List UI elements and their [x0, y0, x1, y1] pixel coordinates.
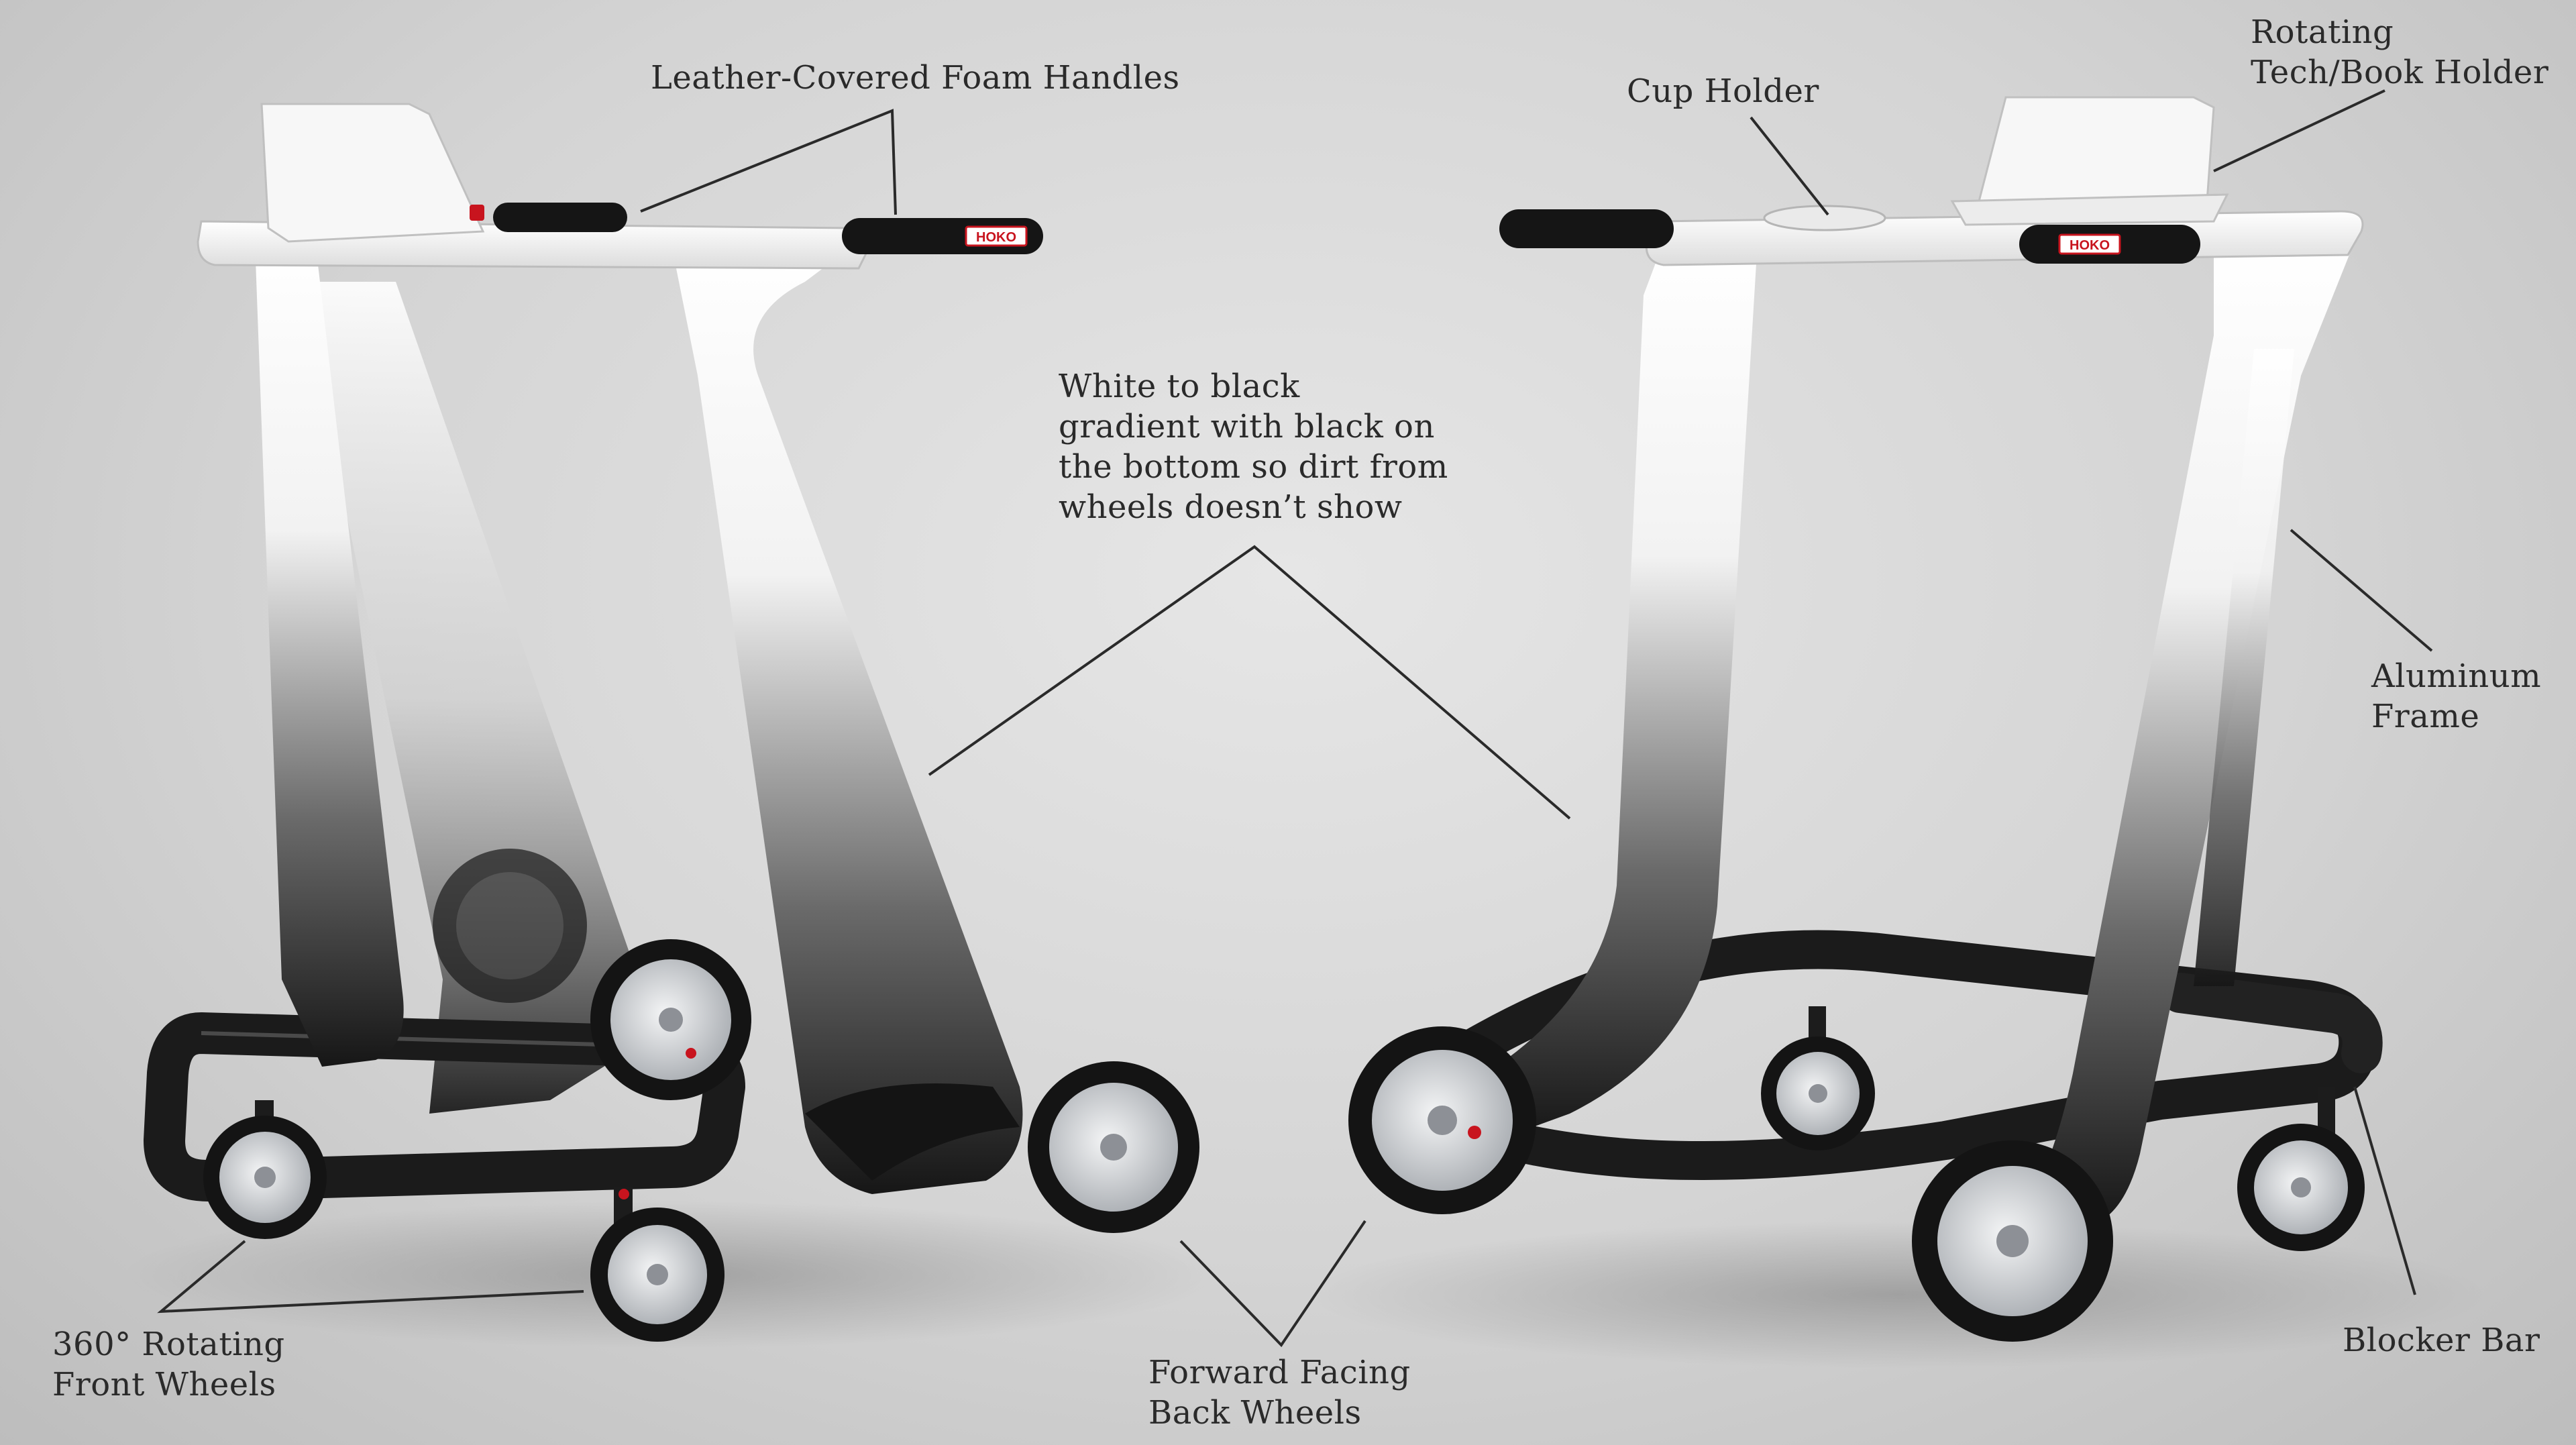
- label-tech-holder-line-2: Tech/Book Holder: [2251, 54, 2549, 91]
- label-handles: Leather-Covered Foam Handles: [651, 58, 1180, 98]
- right-cart-shadow: [1308, 1221, 2489, 1369]
- left-front-wheel-1: [203, 1100, 327, 1239]
- leader-handles: [640, 109, 897, 215]
- label-front-wheels-line-1: 360° Rotating: [52, 1326, 285, 1363]
- right-brand-tag-text: HOKO: [2070, 238, 2110, 253]
- right-brand-tag: [2058, 233, 2121, 255]
- leader-cup-holder: [1750, 116, 1829, 216]
- right-front-wheel-corner: [2237, 1087, 2365, 1251]
- leader-front-wheels: [157, 1240, 584, 1314]
- label-back-wheels: Forward Facing Back Wheels: [1148, 1352, 1411, 1433]
- label-gradient-line-1: White to black: [1059, 368, 1300, 405]
- label-frame-line-2: Frame: [2371, 698, 2480, 735]
- label-back-wheels-line-1: Forward Facing: [1148, 1354, 1411, 1391]
- label-frame-line-1: Aluminum: [2371, 657, 2542, 695]
- label-cup-holder: Cup Holder: [1627, 71, 1819, 111]
- right-front-wheel-middle: [1761, 1006, 1875, 1150]
- left-back-wheel-front: [1028, 1061, 1199, 1233]
- label-front-wheels-line-2: Front Wheels: [52, 1366, 276, 1403]
- right-back-wheel-left: [1348, 1026, 1536, 1214]
- right-cart: HOKO: [1308, 96, 2489, 1369]
- left-cart: HOKO: [121, 103, 1221, 1348]
- leader-gradient: [928, 545, 1571, 820]
- right-handle-left: [1499, 209, 1674, 248]
- label-frame: Aluminum Frame: [2371, 656, 2541, 737]
- left-brand-tag-text: HOKO: [976, 230, 1016, 245]
- label-gradient-line-4: wheels doesn’t show: [1059, 488, 1403, 526]
- label-front-wheels: 360° Rotating Front Wheels: [52, 1324, 285, 1405]
- left-back-upright: [671, 242, 1023, 1194]
- label-tech-holder-line-1: Rotating: [2251, 13, 2394, 51]
- label-cup-holder-line-1: Cup Holder: [1627, 72, 1819, 110]
- label-tech-holder: Rotating Tech/Book Holder: [2251, 12, 2548, 93]
- cup-holder: [1763, 205, 1886, 231]
- left-handle-rear: [493, 203, 627, 232]
- left-brand-tag: [965, 225, 1028, 247]
- right-back-wheel-right: [1912, 1140, 2113, 1342]
- leader-blocker-bar: [2353, 1086, 2416, 1295]
- label-blocker-bar-line-1: Blocker Bar: [2343, 1322, 2540, 1359]
- leader-lines: [157, 89, 2433, 1348]
- leader-tech-holder: [2213, 89, 2385, 172]
- label-gradient-line-3: the bottom so dirt from: [1059, 448, 1448, 486]
- left-rear-inner-wheel: [433, 849, 587, 1003]
- label-handles-line-1: Leather-Covered Foam Handles: [651, 59, 1180, 97]
- left-front-wheel-2: [590, 1187, 724, 1342]
- right-left-upright: [1476, 242, 1758, 1140]
- left-tech-holder: [260, 103, 485, 243]
- leader-back-wheels: [1179, 1220, 1366, 1348]
- left-back-wheel-rear: [590, 939, 751, 1100]
- label-back-wheels-line-2: Back Wheels: [1148, 1394, 1362, 1432]
- left-front-upright: [255, 242, 404, 1067]
- label-blocker-bar: Blocker Bar: [2343, 1320, 2540, 1360]
- right-tech-holder: [1978, 96, 2215, 203]
- leader-frame: [2290, 529, 2433, 652]
- blocker-bar: [2160, 973, 2383, 1073]
- label-gradient-line-2: gradient with black on: [1059, 408, 1435, 445]
- label-gradient: White to black gradient with black on th…: [1059, 366, 1448, 527]
